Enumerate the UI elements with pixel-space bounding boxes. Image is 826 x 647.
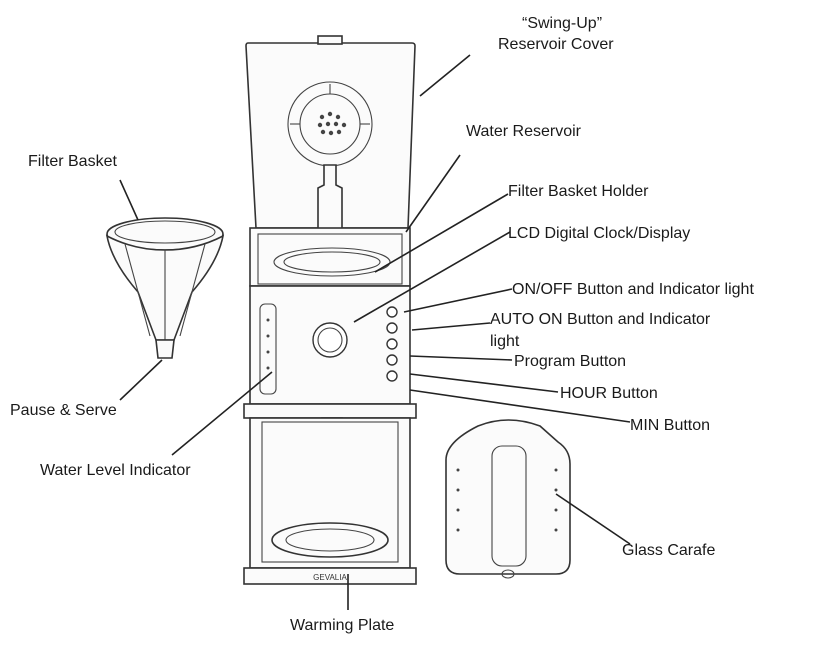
label-pause-serve: Pause & Serve — [10, 402, 117, 419]
label-auto-on-button: AUTO ON Button and Indicator — [490, 311, 711, 328]
label-program-button: Program Button — [514, 353, 626, 370]
brand-logo: GEVALIA — [313, 573, 347, 582]
label-filter-basket-holder: Filter Basket Holder — [508, 183, 649, 200]
reservoir-cover — [245, 35, 416, 233]
coffee-maker-housing: GEVALIA — [243, 227, 417, 585]
label-water-reservoir: Water Reservoir — [466, 123, 582, 140]
glass-carafe — [445, 419, 571, 579]
label-hour-button: HOUR Button — [560, 385, 658, 402]
label-glass-carafe: Glass Carafe — [622, 542, 715, 559]
label-auto-on-light: light — [490, 333, 520, 350]
leader-lines — [119, 54, 631, 610]
label-lcd-display: LCD Digital Clock/Display — [508, 225, 690, 242]
label-on-off-button: ON/OFF Button and Indicator light — [512, 281, 754, 298]
label-filter-basket: Filter Basket — [28, 153, 117, 170]
filter-basket — [105, 217, 225, 359]
label-warming-plate: Warming Plate — [290, 617, 394, 634]
label-reservoir-cover: Reservoir Cover — [498, 36, 614, 53]
callout-labels: “Swing-Up” Reservoir Cover Water Reservo… — [10, 15, 754, 634]
label-water-level-indicator: Water Level Indicator — [40, 462, 191, 479]
label-min-button: MIN Button — [630, 417, 710, 434]
label-swing-up: “Swing-Up” — [522, 15, 602, 32]
